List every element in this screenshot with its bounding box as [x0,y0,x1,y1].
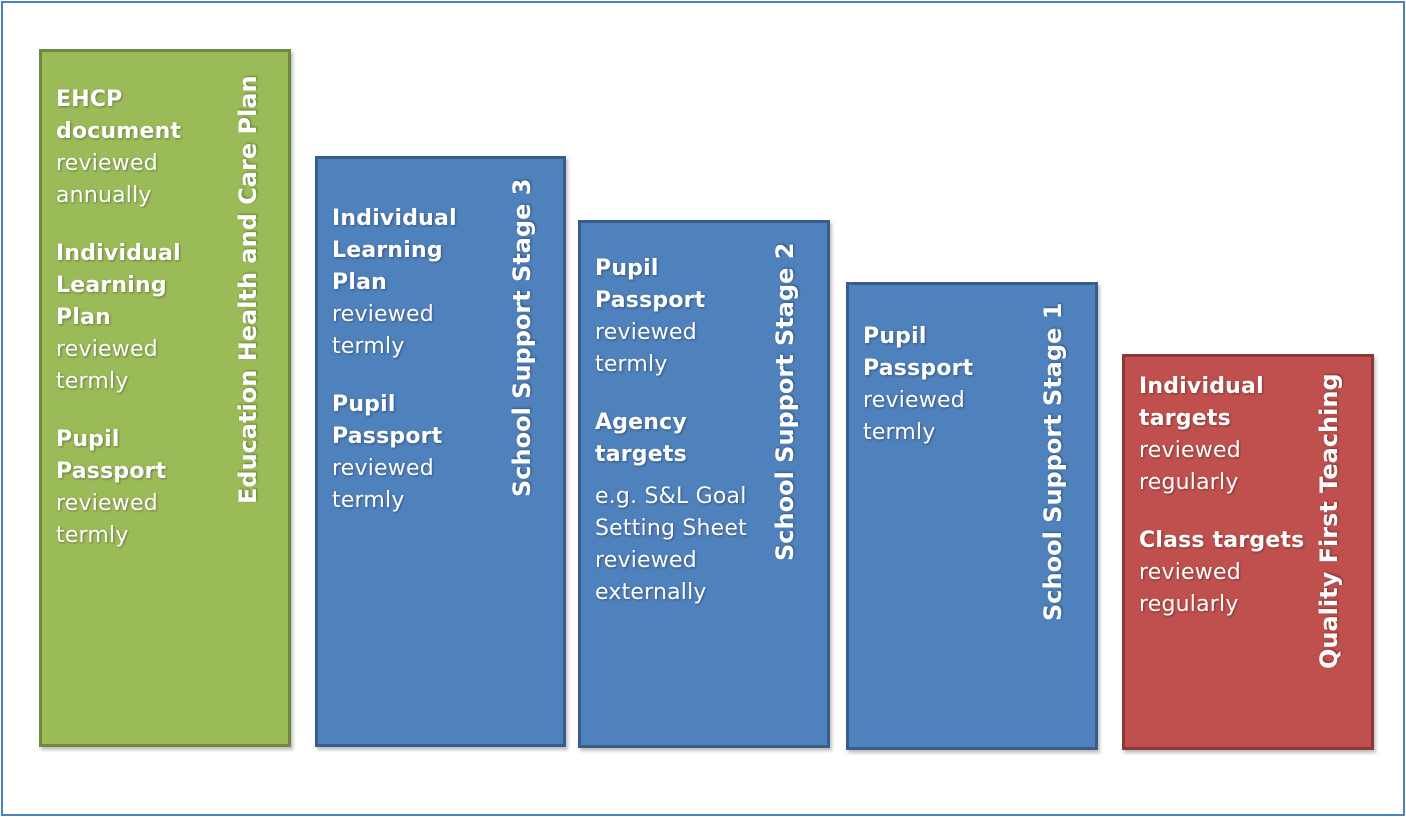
stage-item: Individual targets reviewed regularly [1139,371,1309,499]
quality-first-box: Individual targets reviewed regularly Cl… [1122,354,1374,750]
stage-1-items: Pupil Passport reviewed termly [863,321,1033,475]
stage-ehcp-box: EHCP document reviewed annually Individu… [39,49,291,747]
item-text: reviewed termly [332,302,434,359]
item-text: reviewed annually [56,151,158,208]
stage-3-label: School Support Stage 3 [508,178,536,497]
item-text: e.g. S&L Goal Setting Sheet reviewed ext… [595,484,747,605]
item-heading: Individual Learning Plan [332,206,457,295]
item-text: reviewed termly [332,456,434,513]
stage-2-box: Pupil Passport reviewed termly Agency ta… [578,220,830,748]
item-text: reviewed regularly [1139,438,1241,495]
item-text: reviewed termly [56,337,158,394]
stage-1-label: School Support Stage 1 [1039,302,1067,621]
item-text: reviewed termly [595,320,697,377]
item-text: reviewed regularly [1139,560,1241,617]
item-heading: Individual targets [1139,374,1264,431]
stage-item: Individual Learning Plan reviewed termly [332,203,502,363]
stage-item: EHCP document reviewed annually [56,84,226,212]
stage-item: Pupil Passport reviewed termly [595,253,765,381]
item-heading: Pupil Passport [863,324,974,381]
stage-ehcp-label: Education Health and Care Plan [234,75,262,504]
item-heading: Pupil Passport [332,392,443,449]
quality-first-items: Individual targets reviewed regularly Cl… [1139,371,1309,647]
quality-first-label: Quality First Teaching [1315,373,1343,669]
stage-2-items: Pupil Passport reviewed termly Agency ta… [595,253,765,635]
stage-1-box: Pupil Passport reviewed termly School Su… [846,282,1098,750]
stage-3-items: Individual Learning Plan reviewed termly… [332,203,502,543]
item-heading: Pupil Passport [595,256,706,313]
item-heading: Pupil Passport [56,427,167,484]
stage-item: Pupil Passport reviewed termly [332,389,502,517]
stage-item: Individual Learning Plan reviewed termly [56,238,226,398]
item-heading: Class targets [1139,528,1305,553]
stage-item: Pupil Passport reviewed termly [56,424,226,552]
stage-item: Agency targets e.g. S&L Goal Setting She… [595,407,765,609]
stage-item: Class targets reviewed regularly [1139,525,1309,621]
stage-3-box: Individual Learning Plan reviewed termly… [315,156,566,747]
item-text: reviewed termly [56,491,158,548]
item-heading: Agency targets [595,410,687,467]
item-heading: Individual Learning Plan [56,241,181,330]
item-text: reviewed termly [863,388,965,445]
stage-item: Pupil Passport reviewed termly [863,321,1033,449]
item-heading: EHCP document [56,87,182,144]
stage-ehcp-items: EHCP document reviewed annually Individu… [56,84,226,578]
stage-2-label: School Support Stage 2 [771,242,799,561]
